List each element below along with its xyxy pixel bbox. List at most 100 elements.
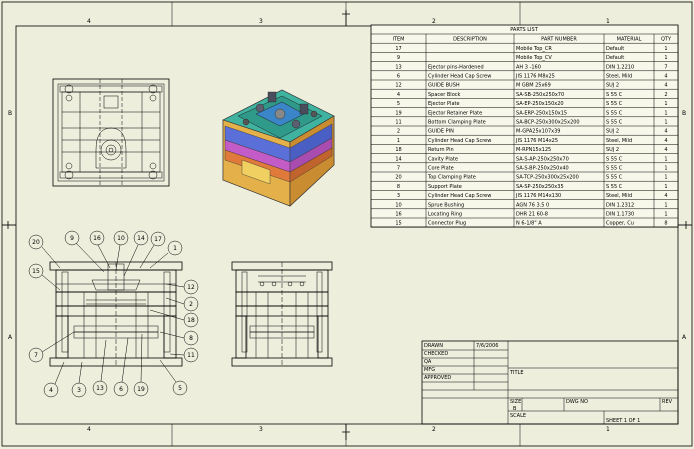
parts-list-cell: 13 [395,64,401,70]
parts-list-cell: Cylinder Head Cap Screw [428,193,491,199]
parts-list-cell: JIS 1176 M8x25 [515,74,555,80]
parts-list-cell: SA-SP-250x250x35 [516,184,564,190]
parts-list-cell: 14 [395,156,401,162]
parts-list-cell: 4 [664,147,667,153]
parts-list-cell: 1 [664,184,667,190]
svg-text:12: 12 [187,284,195,291]
balloon: 13 [92,339,108,396]
parts-list-cell: SA-SB-250x250x70 [516,92,564,98]
parts-list-cell: SUJ 2 [606,129,619,135]
parts-list-cell: Top Clamping Plate [427,175,476,181]
svg-text:10: 10 [117,235,125,242]
parts-list-cell: 16 [395,212,401,218]
parts-list-cell: GUIDE PIN [428,129,454,135]
parts-list-cell: AGN 76 3.5 0 [516,202,549,208]
svg-text:7: 7 [34,352,38,359]
svg-text:15: 15 [32,268,40,275]
parts-list-cell: SA-ERP-250x150x15 [516,110,567,116]
size-value: B [513,406,517,412]
parts-list-cell: M GBM 25x69 [516,83,551,89]
zone-bottom-1: 1 [606,426,610,433]
balloon: 11 [169,347,199,363]
balloon: 19 [133,333,149,397]
parts-list-cell: Bottom Clamping Plate [428,120,486,126]
parts-list-cell: 1 [664,166,667,172]
parts-list-cell: 3 [397,193,400,199]
zone-top-3: 3 [259,18,263,25]
svg-text:2: 2 [189,301,193,308]
svg-text:3: 3 [77,387,81,394]
size-label: SIZE [510,399,521,405]
parts-list-cell: JIS 1176 M14x25 [515,138,558,144]
svg-text:9: 9 [70,235,74,242]
balloon: 14 [123,230,149,277]
balloon: 2 [165,296,199,312]
parts-list-cell: Cavity Plate [428,156,458,162]
parts-list-cell: SA-BCP-250x300x25x200 [516,120,580,126]
balloon: 9 [64,230,105,273]
balloon: 8 [159,330,199,346]
parts-list-cell: 7 [664,64,667,70]
drawn-label: DRAWN [424,343,443,349]
parts-list-cell: 1 [664,120,667,126]
parts-list-cell: AH 3 -160 [516,64,541,70]
svg-text:1: 1 [173,245,177,252]
parts-list-cell: 8 [664,221,667,227]
parts-list-cell: 5 [397,101,400,107]
dwg-no-label: DWG NO [566,399,588,405]
zone-top-4: 4 [87,18,91,25]
svg-text:18: 18 [187,317,195,324]
parts-list-cell: 2 [397,129,400,135]
parts-list-cell: 4 [397,92,400,98]
parts-list-cell: Spacer Block [428,92,461,98]
parts-list-cell: 1 [397,138,400,144]
parts-list-cell: S 55 C [606,175,623,181]
parts-list-cell: 4 [664,129,667,135]
parts-list-cell: Cylinder Head Cap Screw [428,138,491,144]
zone-bottom-3: 3 [259,426,263,433]
parts-list-cell: 19 [395,110,401,116]
parts-list-cell: DIN 1.2312 [606,202,634,208]
parts-list-cell: 1 [664,175,667,181]
approved-label: APPROVED [424,375,451,381]
side-section-view [231,261,333,367]
parts-list-grid [371,33,678,228]
balloon: 10 [113,230,129,271]
parts-list-cell: 12 [395,83,401,89]
balloon: 15 [28,263,61,291]
parts-list-cell: 4 [664,193,667,199]
zone-top-2: 2 [432,18,436,25]
svg-text:6: 6 [119,386,123,393]
balloon: 5 [159,359,188,396]
parts-list-cell: S 55 C [606,120,623,126]
parts-list-cell: 17 [395,46,401,52]
qa-label: QA [424,359,432,365]
parts-list-cell: S 55 C [606,92,623,98]
parts-list-cell: SA-S-AP-250x250x70 [516,156,569,162]
parts-list-header: ITEM [392,37,404,43]
parts-list-cell: SA-S-BP-250x250x40 [516,166,569,172]
parts-list-cell: M-GPA25x107x39 [516,129,560,135]
parts-list-header: DESCRIPTION [453,37,487,43]
parts-list-cell: 1 [664,46,667,52]
parts-list-cell: Ejector Plate [428,101,460,107]
parts-list-cell: Steel, Mild [606,193,632,199]
balloon: 20 [28,234,61,269]
svg-text:13: 13 [96,385,104,392]
parts-list-cell: Locating Ring [428,212,462,218]
balloon: 12 [165,279,199,295]
parts-list-cell: JIS 1176 M14x130 [515,193,561,199]
zone-bottom-2: 2 [432,426,436,433]
parts-list-cell: Copper, Cu [606,221,634,227]
balloon: 6 [113,337,129,397]
parts-list-cell: Return Pin [428,147,454,153]
parts-list-cell: Sprue Bushing [428,202,464,208]
parts-list-cell: 9 [397,55,400,61]
balloon: 7 [28,331,75,363]
title-label: TITLE [509,370,524,376]
parts-list-cell: S 55 C [606,156,623,162]
